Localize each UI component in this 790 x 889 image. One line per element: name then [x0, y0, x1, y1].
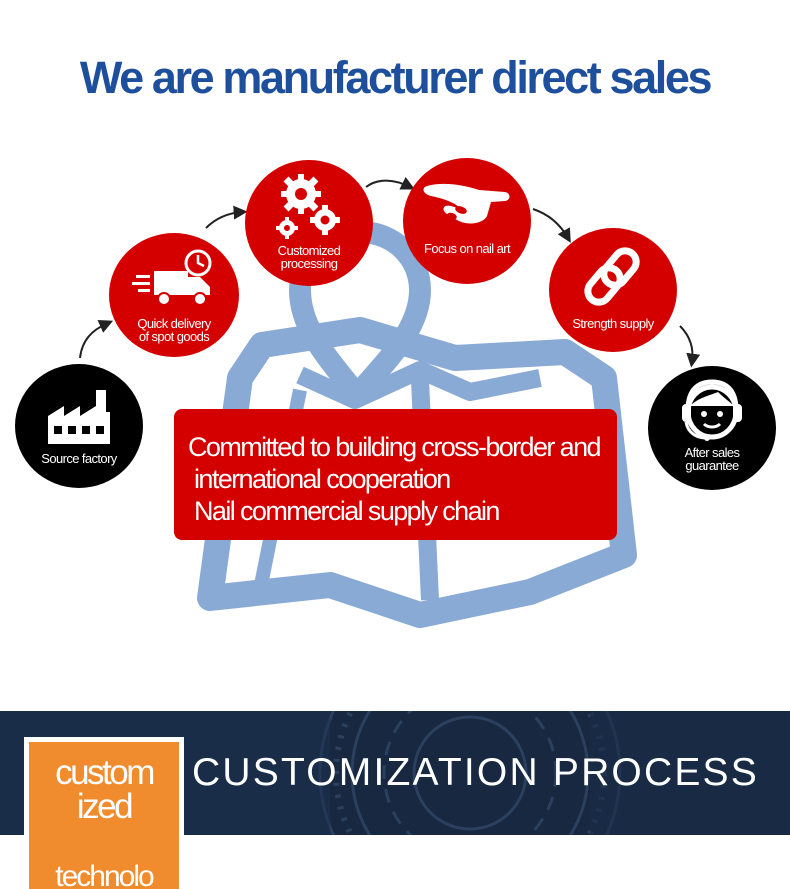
arrow-2	[205, 205, 248, 229]
hand-nail-icon	[421, 172, 513, 230]
gears-icon	[273, 172, 345, 244]
step-strength-supply: Strength supply	[549, 228, 677, 352]
step-customized-processing: Customized processing	[245, 160, 373, 286]
step-focus-nail-art: Focus on nail art	[403, 158, 531, 284]
step-label-line2: guarantee	[685, 458, 739, 473]
process-section-title: CUSTOMIZATION PROCESS	[192, 751, 759, 794]
customized-technology-card: custom ized technolo	[24, 737, 184, 889]
step-quick-delivery: Quick delivery of spot goods	[109, 233, 239, 357]
headset-agent-icon	[674, 376, 750, 446]
delivery-truck-icon	[132, 247, 216, 313]
flow-arrows	[79, 176, 701, 368]
step-label-line1: After sales	[684, 445, 740, 460]
factory-icon	[44, 388, 114, 446]
banner-line-3: Nail commercial supply chain	[194, 496, 500, 526]
step-label-line1: Quick delivery	[137, 316, 211, 331]
card-text-line3: technolo	[55, 860, 154, 889]
card-text-line1: custom	[55, 753, 155, 792]
step-label: Focus on nail art	[424, 241, 511, 256]
arrow-1	[79, 319, 114, 359]
step-label: Strength supply	[572, 316, 654, 331]
step-label-line2: processing	[280, 256, 338, 271]
chain-link-icon	[577, 246, 649, 308]
card-text-line2: ized	[76, 787, 134, 826]
arrow-5	[679, 325, 701, 368]
banner-line-2: international cooperation	[194, 464, 451, 494]
step-label-line2: of spot goods	[138, 329, 210, 344]
arrow-3	[365, 176, 416, 190]
page-title: We are manufacturer direct sales	[79, 52, 713, 103]
step-label-line1: Customized	[277, 243, 341, 258]
commitment-banner: Committed to building cross-border and i…	[174, 409, 617, 540]
arrow-4	[532, 208, 571, 243]
step-after-sales: After sales guarantee	[648, 366, 776, 490]
folded-map-shape	[197, 317, 637, 628]
step-label: Source factory	[41, 451, 117, 466]
step-source-factory: Source factory	[15, 364, 143, 488]
banner-line-1: Committed to building cross-border and	[188, 432, 602, 462]
